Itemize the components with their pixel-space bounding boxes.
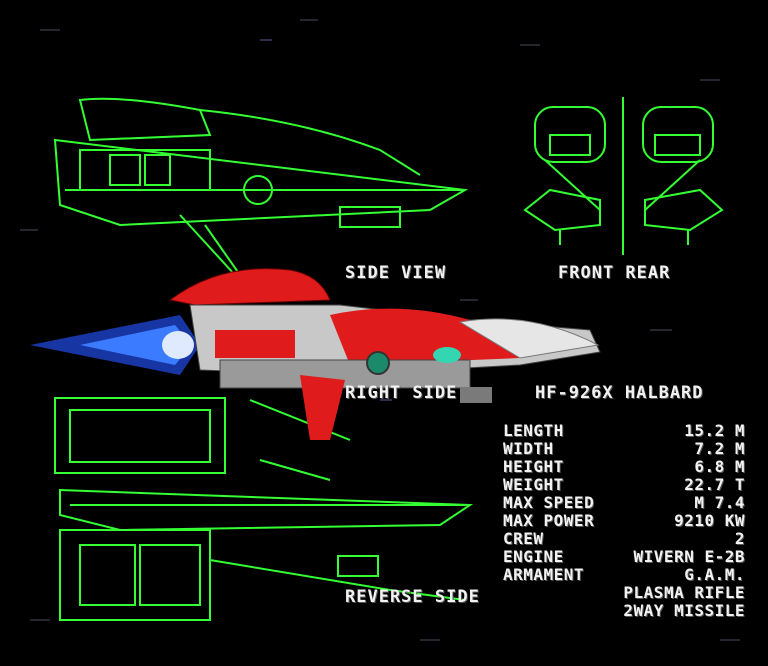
spec-row: ENGINE WIVERN E-2B [503,548,745,566]
spec-label: MAX SPEED [503,493,595,512]
spec-value: 9210 KW [674,511,745,530]
spec-label: ENGINE [503,547,564,566]
spec-row: WEIGHT 22.7 T [503,476,745,494]
spec-row: CREW 2 [503,530,745,548]
spec-value: 7.2 M [694,439,745,458]
spec-row: LENGTH 15.2 M [503,422,745,440]
spec-value: 15.2 M [684,421,745,440]
spec-value: 2 [734,529,745,548]
side-view-label: SIDE VIEW [345,263,447,283]
wireframe-side-view [53,97,469,276]
spec-label: WEIGHT [503,475,564,494]
spec-value: 6.8 M [694,457,745,476]
spec-value: M 7.4 [694,493,745,512]
spec-label: ARMAMENT [503,565,585,584]
front-rear-label: FRONT REAR [558,263,671,283]
armament-extra: 2WAY MISSILE [623,601,745,620]
spec-row: WIDTH 7.2 M [503,440,745,458]
spec-row: HEIGHT 6.8 M [503,458,745,476]
wireframe-reverse-side [54,397,474,621]
spec-label: HEIGHT [503,457,564,476]
reverse-side-label: REVERSE SIDE [345,587,480,607]
armament-extra: PLASMA RIFLE [623,583,745,602]
spec-table: LENGTH 15.2 M WIDTH 7.2 M HEIGHT 6.8 M WEIG… [503,422,745,620]
ship-name-label: HF-926X HALBARD [535,383,704,403]
thruster-flame [30,315,200,375]
spec-label: WIDTH [503,439,554,458]
spec-label: CREW [503,529,544,548]
spec-value: WIVERN E-2B [633,547,745,566]
spec-value: G.A.M. [684,565,745,584]
starfield [20,19,740,641]
spec-label: MAX POWER [503,511,595,530]
ship-halbard [168,268,601,440]
spec-value: 22.7 T [684,475,745,494]
spec-row: MAX SPEED M 7.4 [503,494,745,512]
wireframe-front-rear [523,97,724,255]
spec-row: ARMAMENT G.A.M. [503,566,745,584]
spec-row: MAX POWER 9210 KW [503,512,745,530]
right-side-label: RIGHT SIDE [345,383,458,403]
spec-label: LENGTH [503,421,564,440]
